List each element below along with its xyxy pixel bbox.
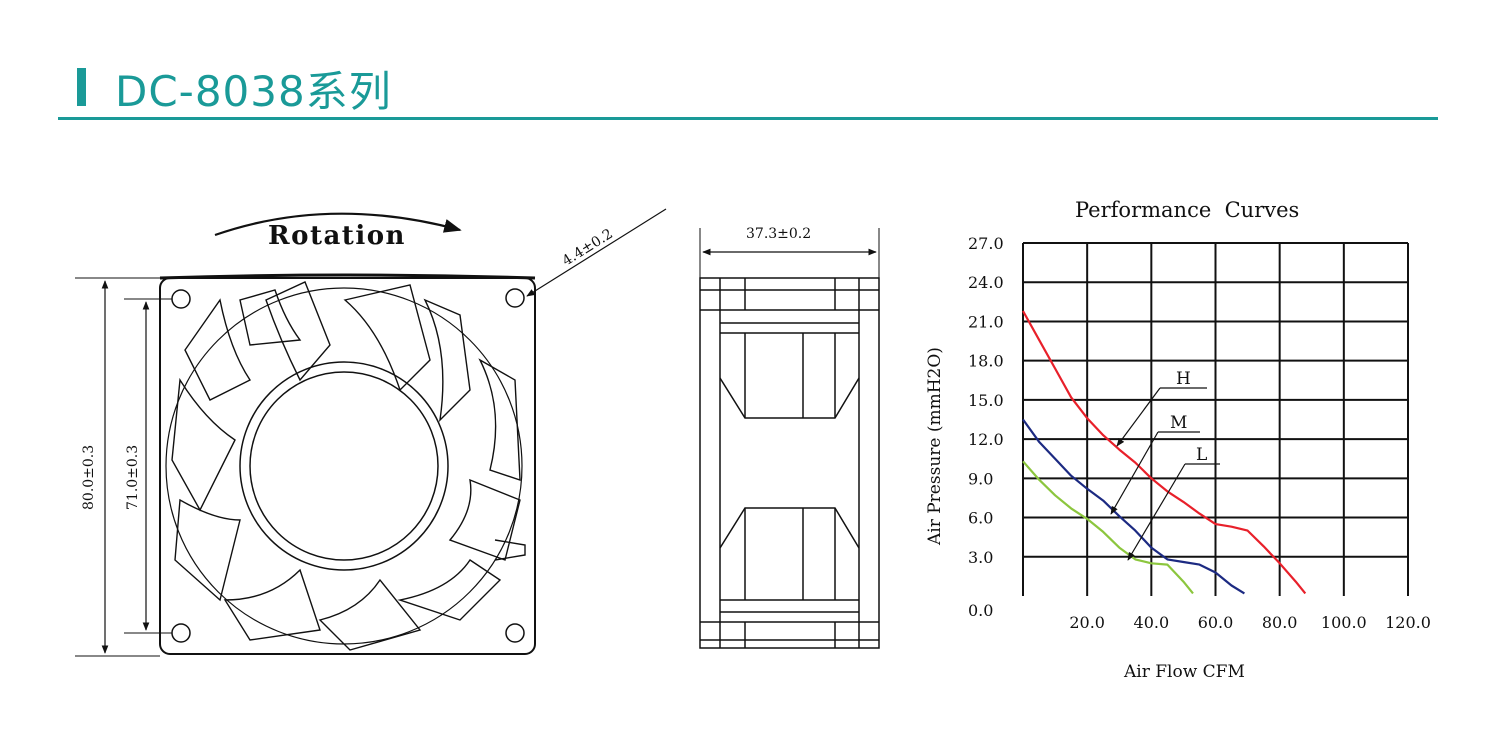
chart-y-axis-label: Air Pressure (mmH2O) <box>925 347 945 546</box>
hole-spacing-dimension: 71.0±0.3 <box>125 445 141 510</box>
mount-hole-tr <box>505 288 525 308</box>
title-accent-bar <box>77 68 86 106</box>
mount-hole-br <box>505 623 525 643</box>
y-tick-label: 0.0 <box>968 601 993 620</box>
x-tick-label: 20.0 <box>1069 613 1105 632</box>
y-tick-label: 24.0 <box>968 273 1004 292</box>
series-label-M: M <box>1170 413 1187 433</box>
rotation-arrow <box>214 212 462 237</box>
series-line-M <box>1022 418 1245 595</box>
depth-dimension: 37.3±0.2 <box>746 226 811 242</box>
performance-chart: Performance Curves 0.0 3.0 6.0 9.0 12.0 15.0 1… <box>925 198 1431 682</box>
series-label-leader <box>1110 431 1159 515</box>
series-label-leader <box>1127 463 1186 561</box>
fan-hub-outer <box>239 361 449 571</box>
chart-grid <box>1022 242 1409 596</box>
header: DC-8038系列 <box>0 0 1500 125</box>
y-tick-label: 12.0 <box>968 430 1004 449</box>
y-tick-label: 9.0 <box>968 469 993 488</box>
x-tick-label: 100.0 <box>1321 613 1367 632</box>
side-frame <box>699 277 880 649</box>
mount-hole-tl <box>171 289 191 309</box>
y-tick-label: 27.0 <box>968 234 1004 253</box>
mount-hole-bl <box>171 623 191 643</box>
chart-series <box>1022 310 1307 595</box>
series-label-H: H <box>1176 369 1191 389</box>
side-view: 37.3±0.2 <box>699 226 880 649</box>
y-tick-label: 15.0 <box>968 391 1004 410</box>
y-tick-label: 18.0 <box>968 352 1004 371</box>
fan-frame <box>159 277 536 655</box>
chart-x-axis-label: Air Flow CFM <box>1123 662 1245 682</box>
outer-dimension: 80.0±0.3 <box>81 445 97 510</box>
chart-y-ticks: 0.0 3.0 6.0 9.0 12.0 15.0 18.0 21.0 24.0 27.0 <box>968 234 1004 620</box>
page-title: DC-8038系列 <box>115 67 392 116</box>
y-tick-label: 3.0 <box>968 548 993 567</box>
title-rule <box>58 117 1438 120</box>
series-label-L: L <box>1196 445 1207 465</box>
hole-dimension: 4.4±0.2 <box>560 226 616 269</box>
fan-blades <box>171 281 521 651</box>
series-line-L <box>1022 460 1194 595</box>
x-tick-label: 60.0 <box>1198 613 1234 632</box>
front-view: Rotation <box>75 208 667 657</box>
x-tick-label: 80.0 <box>1262 613 1298 632</box>
y-tick-label: 21.0 <box>968 312 1004 331</box>
y-tick-label: 6.0 <box>968 509 993 528</box>
series-label-leader <box>1116 387 1161 447</box>
x-tick-label: 120.0 <box>1385 613 1431 632</box>
x-tick-label: 40.0 <box>1134 613 1170 632</box>
chart-title: Performance Curves <box>1075 198 1299 222</box>
fan-hub-inner <box>249 371 439 561</box>
chart-series-labels: H ML <box>1110 369 1220 561</box>
rotation-label: Rotation <box>268 221 406 251</box>
chart-x-ticks: 20.0 40.0 60.0 80.0 100.0 120.0 <box>1069 613 1431 632</box>
series-line-H <box>1022 310 1307 595</box>
